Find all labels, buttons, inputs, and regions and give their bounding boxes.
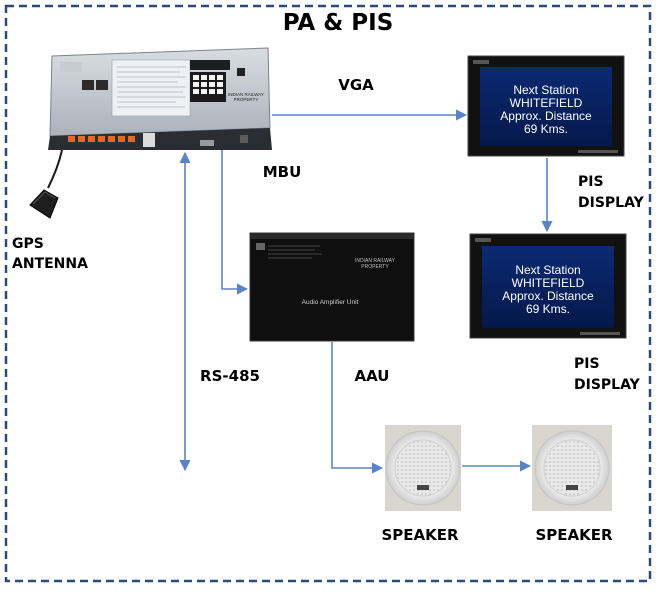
outer-frame xyxy=(4,4,652,583)
aau-maker-lines xyxy=(268,245,322,259)
speaker-1 xyxy=(385,425,461,511)
label-speaker-2: SPEAKER xyxy=(535,526,613,544)
diagram-title: PA & PIS xyxy=(283,10,394,36)
mbu-device: INDIAN RAILWAY PROPERTY xyxy=(48,47,272,150)
label-pis-2-line-2: DISPLAY xyxy=(574,377,641,393)
label-speaker-1: SPEAKER xyxy=(381,526,459,544)
pis-display-1: Next Station WHITEFIELD Approx. Distance… xyxy=(467,55,625,157)
pis-2-line-3: Approx. Distance xyxy=(502,289,594,303)
label-pis-1-line-1: PIS xyxy=(578,174,604,190)
pis-2-line-1: Next Station xyxy=(515,263,580,277)
aau-speaker-connector xyxy=(331,342,384,474)
pis-2-line-4: 69 Kms. xyxy=(526,302,570,316)
mbu-lcd xyxy=(190,60,230,70)
label-vga: VGA xyxy=(338,76,374,94)
label-rs485: RS-485 xyxy=(200,367,260,385)
mbu-property-heading: INDIAN RAILWAY xyxy=(228,92,264,97)
mbu-power-switch xyxy=(237,68,245,76)
label-gps-line-1: GPS xyxy=(12,236,44,252)
label-pis-2-line-1: PIS xyxy=(574,356,600,372)
pis-display-2: Next Station WHITEFIELD Approx. Distance… xyxy=(469,233,627,339)
pis-1-line-1: Next Station xyxy=(513,83,578,97)
aau-center-text: Audio Amplifier Unit xyxy=(302,299,359,306)
pis-1-line-2: WHITEFIELD xyxy=(510,96,583,110)
aau-property-line-1: INDIAN RAILWAY xyxy=(355,258,396,264)
pis-2-line-2: WHITEFIELD xyxy=(512,276,585,290)
label-aau: AAU xyxy=(355,367,390,385)
mbu-aau-connector xyxy=(221,150,249,295)
mbu-label-lines xyxy=(117,66,186,108)
gps-antenna xyxy=(29,149,63,219)
connectors xyxy=(179,109,553,474)
aau-device: INDIAN RAILWAY PROPERTY Audio Amplifier … xyxy=(249,232,415,342)
speaker-2 xyxy=(532,425,612,511)
mbu-property-sub: PROPERTY xyxy=(234,97,259,102)
pis-display-2-screen xyxy=(482,246,614,328)
label-pis-1-line-2: DISPLAY xyxy=(578,195,645,211)
label-gps-line-2: ANTENNA xyxy=(12,256,88,272)
mbu-connectors xyxy=(68,133,248,147)
pis-1-line-4: 69 Kms. xyxy=(524,122,568,136)
mbu-keypad xyxy=(190,72,226,102)
pis-display-1-screen xyxy=(480,67,612,146)
pis-1-line-3: Approx. Distance xyxy=(500,109,592,123)
label-mbu: MBU xyxy=(263,163,302,181)
aau-property-line-2: PROPERTY xyxy=(361,264,389,270)
